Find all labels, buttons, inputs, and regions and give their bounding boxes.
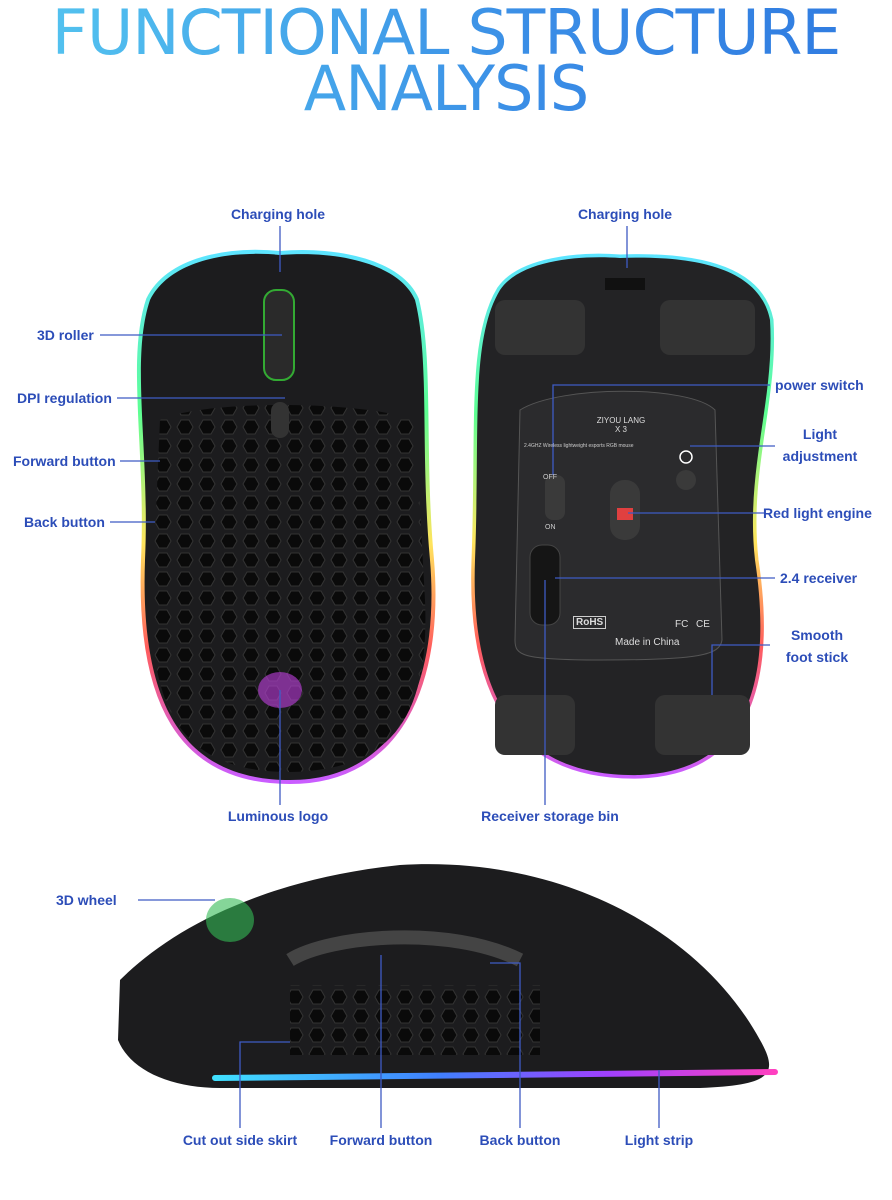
- mouse-top-view: [136, 249, 436, 785]
- label-cut-out-side-skirt: Cut out side skirt: [182, 1132, 298, 1148]
- ce-mark: CE: [696, 619, 710, 630]
- rohs-mark: RoHS: [573, 616, 607, 629]
- mouse-side-view: [118, 864, 778, 1088]
- label-forward-button-top: Forward button: [13, 453, 116, 469]
- label-light-strip: Light strip: [624, 1132, 694, 1148]
- mouse-bottom-view: [471, 253, 775, 779]
- label-charging-hole-top: Charging hole: [230, 206, 326, 222]
- title-line-1: FUNCTIONAL STRUCTURE: [0, 2, 892, 64]
- label-receiver-storage-bin: Receiver storage bin: [481, 808, 619, 824]
- label-luminous-logo: Luminous logo: [227, 808, 329, 824]
- label-3d-wheel: 3D wheel: [56, 892, 117, 908]
- fc-mark: FC: [675, 619, 689, 630]
- made-in-print: Made in China: [615, 637, 680, 648]
- desc-print: 2.4GHZ Wireless lightweight esports RGB …: [524, 443, 634, 449]
- label-red-light-engine: Red light engine: [763, 505, 872, 521]
- label-3d-roller: 3D roller: [37, 327, 94, 343]
- on-print: ON: [545, 524, 556, 531]
- title-line-2: ANALYSIS: [0, 58, 892, 120]
- label-2-4-receiver: 2.4 receiver: [780, 570, 858, 586]
- label-dpi-regulation: DPI regulation: [17, 390, 112, 406]
- label-back-button-side: Back button: [479, 1132, 561, 1148]
- off-print: OFF: [543, 474, 557, 481]
- label-back-button-top: Back button: [24, 514, 105, 530]
- label-forward-button-side: Forward button: [329, 1132, 433, 1148]
- leader-lines: [100, 226, 775, 1128]
- label-power-switch: power switch: [775, 377, 864, 393]
- label-charging-hole-bottom: Charging hole: [577, 206, 673, 222]
